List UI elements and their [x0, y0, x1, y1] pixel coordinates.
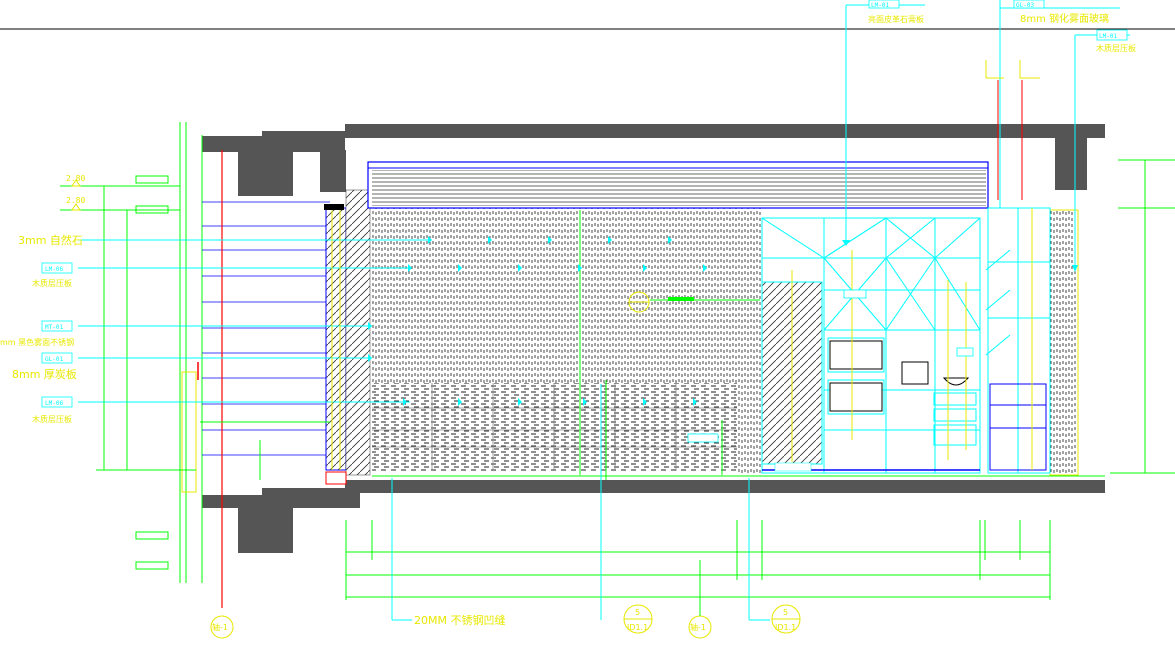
leader-lines	[78, 4, 1130, 621]
level-label-2: 2.80	[66, 196, 85, 205]
section-num-2: 5	[783, 608, 788, 617]
label-laminate-top: 木质层压板	[1096, 43, 1136, 53]
grid-bubble-icon: 轴-1	[688, 615, 712, 639]
tag-codes: LM-06 MT-01 GL-01 LM-06 LM-01 GL-03 LM-0…	[45, 2, 1117, 407]
ceiling-slab	[202, 124, 1105, 196]
svg-text:GL-03: GL-03	[1016, 2, 1034, 9]
svg-text:GL-01: GL-01	[45, 356, 63, 363]
section-ref-2: ID1.1	[775, 623, 796, 632]
label-gypsum: 亮面皮革石膏板	[868, 14, 924, 24]
svg-text:LM-06: LM-06	[45, 400, 63, 407]
circle-section-icon	[628, 291, 694, 313]
material-tags	[41, 0, 1128, 443]
floor-slab	[202, 480, 1105, 553]
section-ref-1: ID1.1	[627, 623, 648, 632]
svg-text:LM-01: LM-01	[871, 2, 889, 9]
section-bubble-2: 5 ID1.1	[771, 604, 801, 634]
dimensions	[60, 159, 1175, 600]
label-stainless-groove: 20MM 不锈钢凹缝	[414, 613, 505, 627]
axis-label-1: 轴-1	[212, 622, 228, 632]
bottom-annotations: 20MM 不锈钢凹缝 轴-1 轴-1 5 ID1.1 5 ID1.1	[210, 560, 801, 639]
ceiling-box	[367, 161, 989, 209]
label-carbon-board: 8mm 厚炭板	[12, 367, 77, 381]
center-lines	[791, 208, 1033, 470]
level-markers: 2.80 2.80	[66, 174, 85, 211]
posts	[331, 210, 341, 470]
axis-label-2: 轴-1	[690, 622, 706, 632]
kitchen-cabinets	[761, 217, 981, 474]
section-bubble-1: 5 ID1.1	[623, 604, 653, 634]
arrow-markers	[368, 236, 1078, 406]
stone-wall	[372, 208, 762, 473]
right-glass-section	[985, 0, 1079, 476]
label-natural-stone: 3mm 自然石	[18, 233, 83, 247]
section-num-1: 5	[635, 608, 640, 617]
svg-text:LM-06: LM-06	[45, 266, 63, 273]
wall-column	[325, 207, 347, 471]
left-annotations: 3mm 自然石 木质层压板 mm 黑色雾面不锈钢 8mm 厚炭板 木质层压板	[0, 233, 83, 424]
label-laminate-1: 木质层压板	[32, 278, 72, 288]
label-laminate-2: 木质层压板	[32, 414, 72, 424]
label-stainless: mm 黑色雾面不锈钢	[0, 337, 74, 347]
left-structure	[135, 122, 203, 583]
label-glass: 8mm 钢化雾面玻璃	[1020, 12, 1109, 25]
grid-bubble-icon: 轴-1	[210, 615, 234, 639]
svg-text:MT-01: MT-01	[45, 324, 63, 331]
top-annotations: 亮面皮革石膏板 8mm 钢化雾面玻璃 木质层压板	[868, 12, 1136, 53]
level-label-1: 2.80	[66, 174, 85, 183]
window-lines	[202, 201, 330, 456]
svg-text:LM-01: LM-01	[1099, 33, 1117, 40]
